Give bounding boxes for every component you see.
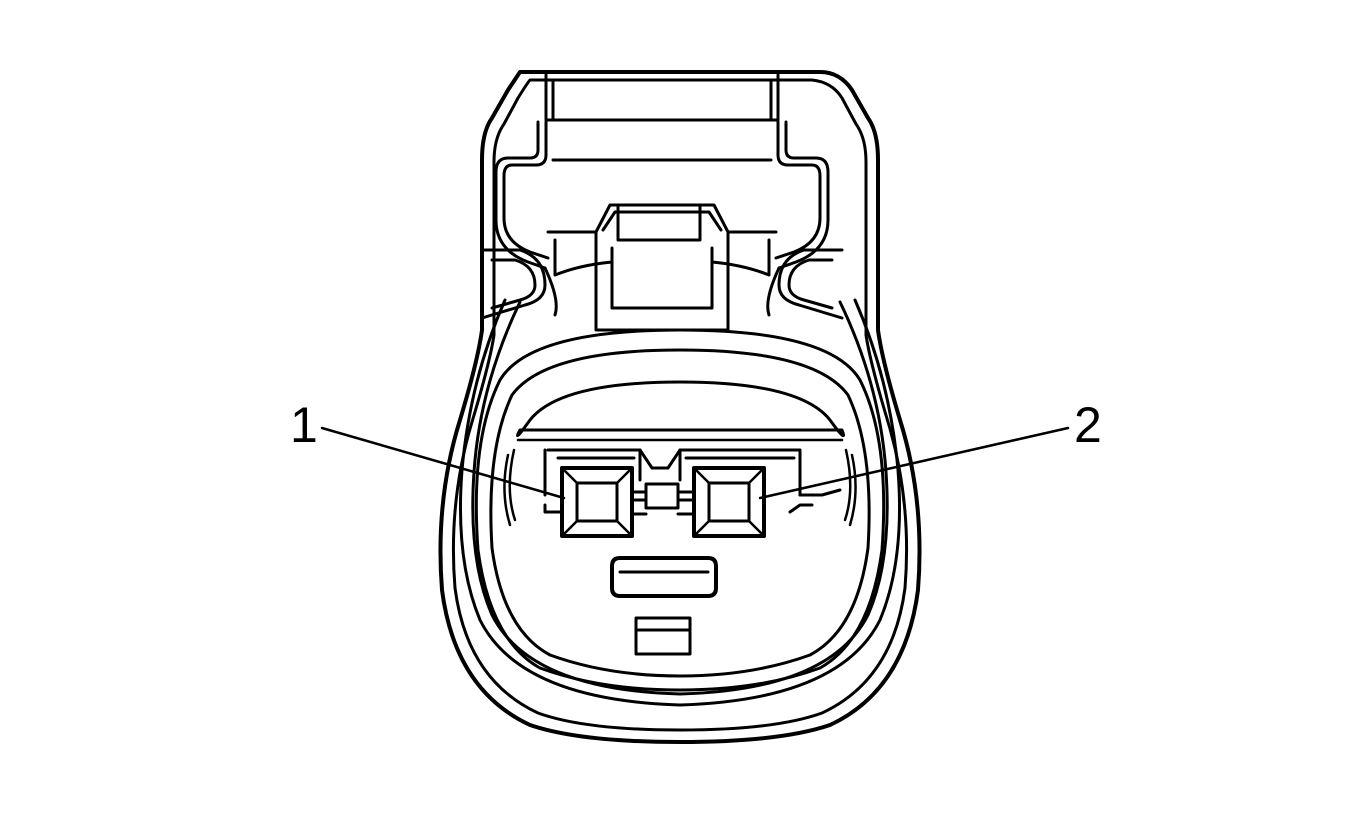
polarizing-key [610, 556, 718, 656]
callout-1-label: 1 [290, 397, 318, 453]
terminal-carrier [543, 448, 842, 514]
terminal-bridge [630, 482, 696, 516]
callout-1-leader [320, 426, 566, 500]
callout-2-label: 2 [1074, 397, 1102, 453]
terminal-cavity-2 [692, 466, 766, 538]
latch-assembly [480, 73, 844, 332]
callout-leaders [320, 426, 1070, 500]
seal-rings [458, 298, 902, 707]
terminal-cavity-1 [560, 466, 634, 538]
connector-housing [438, 70, 922, 744]
callout-2-leader [758, 426, 1070, 500]
